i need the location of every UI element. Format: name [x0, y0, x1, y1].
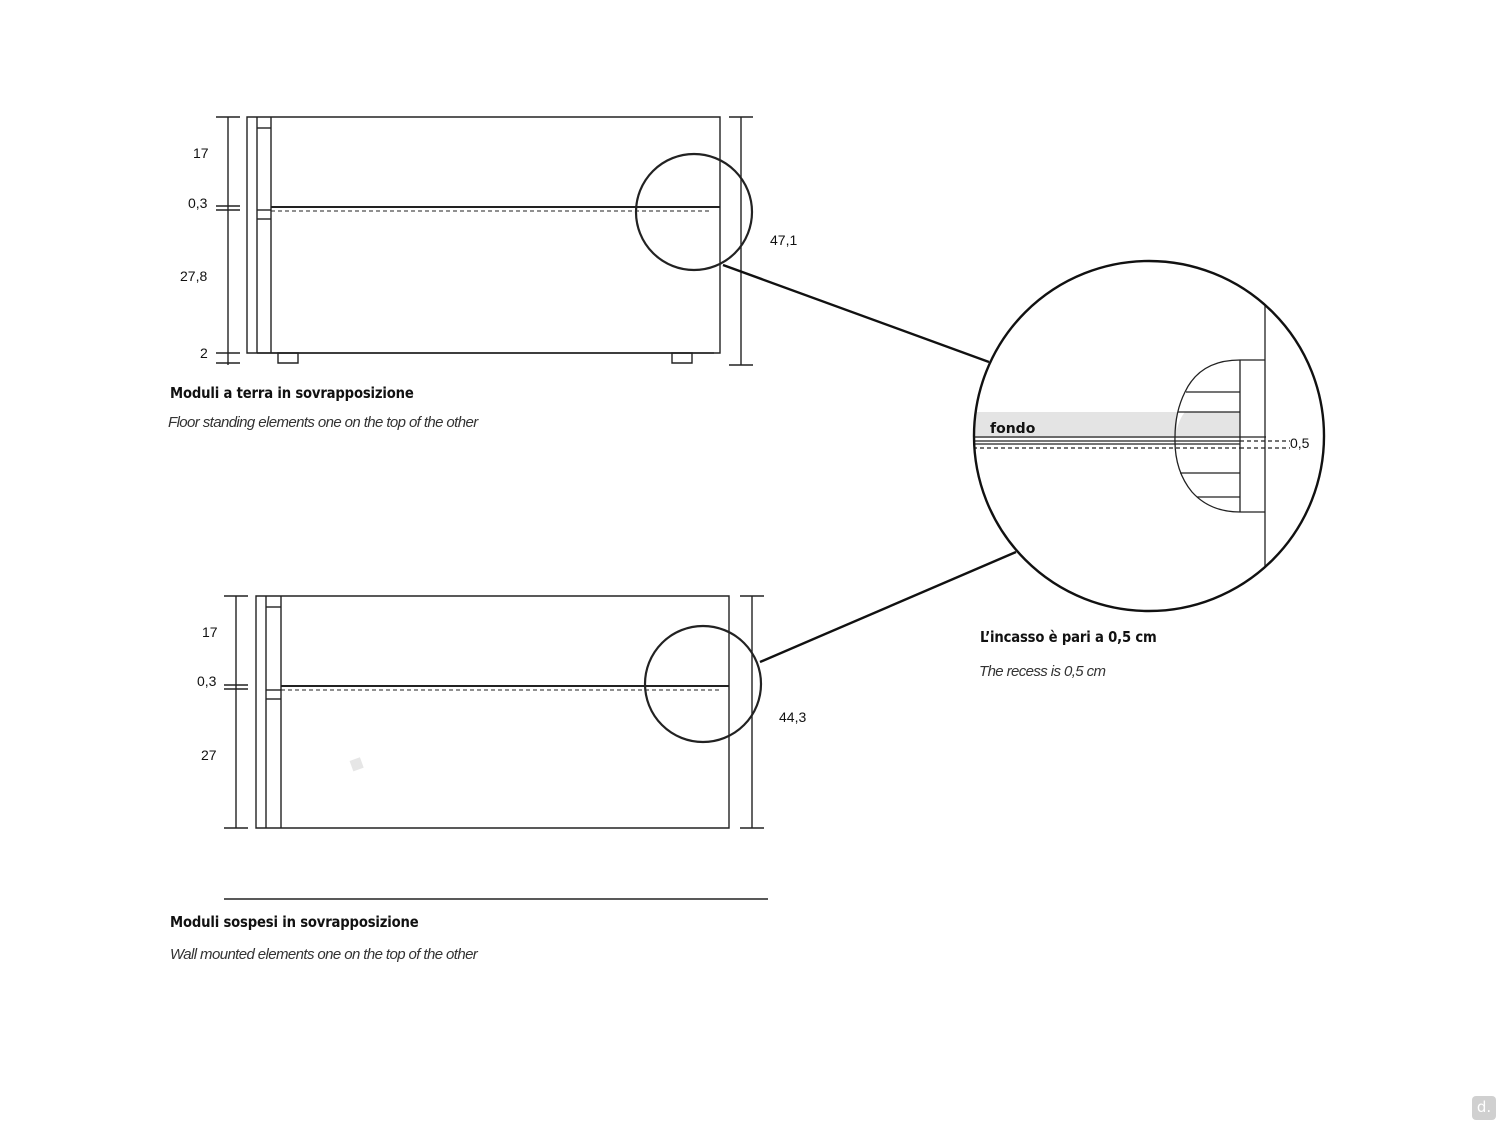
top-module-title: Moduli a terra in sovrapposizione — [170, 384, 414, 402]
top-module-foot-left — [278, 353, 298, 363]
bottom-dim-lower: 27 — [201, 747, 217, 763]
zoom-connectors — [723, 265, 1016, 662]
fondo-label: fondo — [990, 421, 1036, 437]
bottom-dim-total: 44,3 — [779, 709, 806, 725]
detail-title: L’incasso è pari a 0,5 cm — [980, 628, 1157, 646]
top-dim-upper: 17 — [193, 145, 209, 161]
wall-mounted-module-drawing — [224, 596, 768, 899]
top-dim-gap: 0,3 — [188, 195, 208, 211]
bottom-dim-upper: 17 — [202, 624, 218, 640]
bottom-dim-gap: 0,3 — [197, 673, 217, 689]
detail-view: fondo — [974, 305, 1290, 575]
detail-subtitle: The recess is 0,5 cm — [979, 663, 1106, 680]
top-dim-lower: 27,8 — [180, 268, 207, 284]
detail-recess-value: 0,5 — [1290, 435, 1310, 451]
top-dim-base: 2 — [200, 345, 208, 361]
bottom-module-title: Moduli sospesi in sovrapposizione — [170, 913, 419, 931]
top-module-foot-right — [672, 353, 692, 363]
detail-circle — [974, 261, 1324, 611]
bottom-module-body — [256, 596, 729, 828]
top-module-zoom-circle — [636, 154, 752, 270]
floor-standing-module-drawing — [216, 117, 753, 365]
top-dim-total: 47,1 — [770, 232, 797, 248]
watermark-logo: d. — [1472, 1096, 1496, 1120]
top-module-subtitle: Floor standing elements one on the top o… — [168, 414, 478, 431]
bottom-module-zoom-circle — [645, 626, 761, 742]
bottom-module-subtitle: Wall mounted elements one on the top of … — [170, 946, 478, 963]
top-module-body — [247, 117, 720, 353]
